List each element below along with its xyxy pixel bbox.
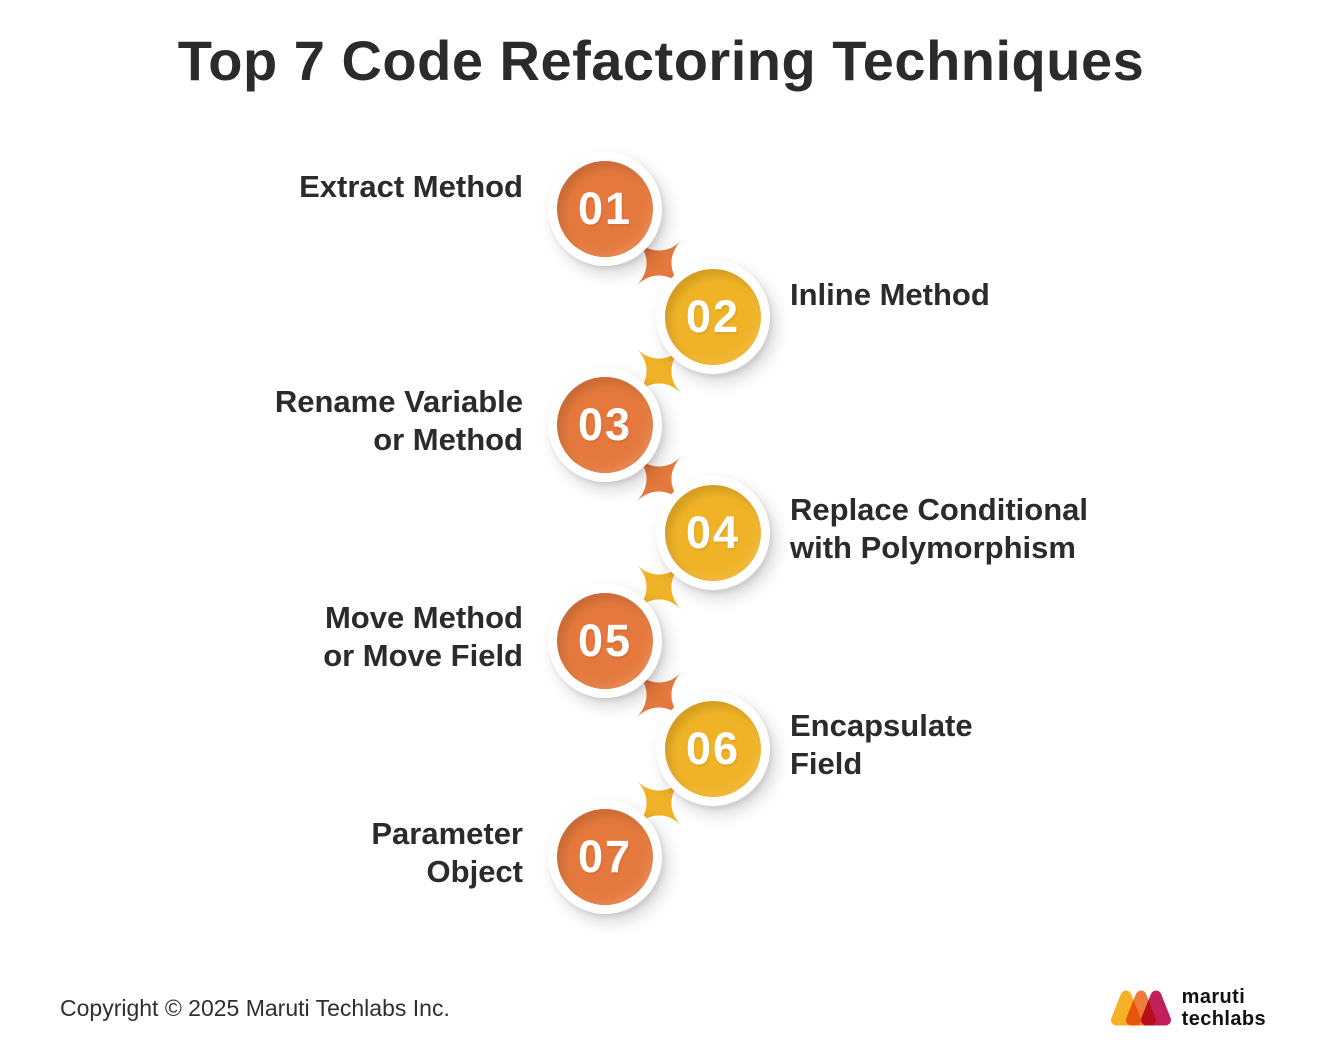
step-number-circle: 04 [665,485,761,581]
step-number-circle: 01 [557,161,653,257]
step-number-circle: 02 [665,269,761,365]
step-number: 06 [685,723,741,774]
logo-triangles-icon [1110,982,1174,1034]
step-number: 07 [577,831,633,882]
connector-04-05 [614,542,705,633]
step-number-badge: 06 [656,692,770,806]
step-number: 03 [577,399,633,450]
copyright-text: Copyright © 2025 Maruti Techlabs Inc. [60,995,450,1021]
step-number-badge: 05 [548,584,662,698]
logo-wordmark: maruti techlabs [1182,986,1266,1030]
logo-wordmark-line2: techlabs [1181,1008,1266,1030]
maruti-techlabs-logo: maruti techlabs [1110,982,1266,1034]
logo-wordmark-line1: maruti [1181,986,1246,1008]
step-number: 02 [685,291,741,342]
step-number: 04 [685,507,741,558]
technique-label: Inline Method [790,277,990,312]
connector-06-07 [614,758,705,849]
step-number: 05 [577,615,633,666]
step-number-circle: 07 [557,809,653,905]
step-number-badge: 07 [548,800,662,914]
page-title: Top 7 Code Refactoring Techniques [177,29,1145,92]
step-number: 01 [577,183,633,234]
step-number-badge: 02 [656,260,770,374]
step-number-badge: 04 [656,476,770,590]
connector-02-03 [614,326,705,417]
connector-05-06 [614,650,705,741]
step-number-circle: 03 [557,377,653,473]
connector-03-04 [614,434,705,525]
connector-01-02 [614,218,705,309]
step-number-circle: 05 [557,593,653,689]
step-number-badge: 01 [548,152,662,266]
step-number-circle: 06 [665,701,761,797]
step-number-badge: 03 [548,368,662,482]
technique-label: Extract Method [299,169,523,204]
